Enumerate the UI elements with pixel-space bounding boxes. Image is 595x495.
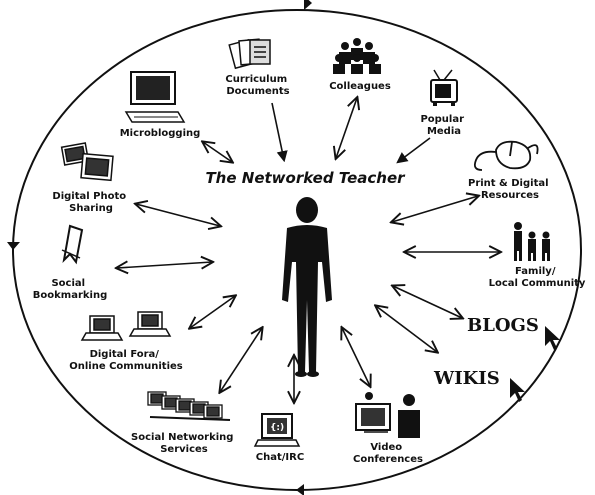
cursor-icon-wikis	[510, 378, 525, 402]
label-chat-irc: Chat/IRC	[256, 452, 304, 463]
networked-computers-icon	[147, 391, 231, 421]
arrow-blogs	[393, 286, 462, 318]
laptops-icon	[80, 311, 172, 341]
arrow-social-networking	[220, 328, 262, 392]
label-social-networking-services: Social Networking Services	[131, 432, 237, 455]
teacher-figure	[282, 197, 332, 377]
arrow-wikis	[376, 306, 437, 352]
diagram-title: The Networked Teacher	[205, 169, 406, 187]
bookmark-icon	[61, 224, 84, 265]
label-curriculum-documents: Curriculum Documents	[225, 74, 290, 97]
label-digital-fora: Digital Fora/ Online Communities	[69, 349, 183, 372]
tv-icon	[430, 69, 458, 106]
label-digital-photo-sharing: Digital Photo Sharing	[52, 191, 129, 214]
arrow-curriculum	[271, 102, 288, 163]
label-microblogging: Microblogging	[120, 128, 201, 139]
label-popular-media: Popular Media	[420, 114, 467, 137]
cycle-arrowhead-top	[304, 0, 312, 10]
chat-icon: {:)	[253, 413, 301, 447]
arrow-video-conference	[342, 328, 370, 386]
arrow-print-digital	[392, 196, 478, 222]
mouse-icon	[473, 140, 539, 171]
colleagues-icon	[333, 38, 381, 74]
cycle-arrowhead-left	[7, 242, 20, 250]
documents-icon	[228, 38, 271, 70]
cycle-arrowhead-bottom	[296, 484, 304, 495]
label-print-digital-resources: Print & Digital Resources	[468, 178, 552, 201]
arrow-microblogging	[203, 142, 232, 162]
label-family-local-community: Family/ Local Community	[489, 266, 586, 289]
arrow-digital-fora	[190, 296, 235, 328]
label-blogs: BLOGS	[467, 315, 539, 336]
video-conference-icon	[355, 392, 420, 438]
arrow-social-bookmarking	[117, 262, 212, 268]
computer-icon	[124, 71, 186, 123]
svg-text:{:): {:)	[270, 423, 284, 433]
arrow-popular-media	[396, 137, 431, 164]
label-video-conferences: Video Conferences	[353, 442, 423, 465]
photo-icon	[60, 142, 114, 182]
arrow-digital-photo	[136, 204, 220, 226]
label-social-bookmarking: Social Bookmarking	[33, 278, 107, 301]
cursor-icon-blogs	[545, 326, 560, 350]
family-icon	[514, 222, 550, 261]
label-wikis: WIKIS	[433, 368, 500, 389]
label-colleagues: Colleagues	[329, 81, 391, 92]
arrow-colleagues	[336, 98, 357, 158]
